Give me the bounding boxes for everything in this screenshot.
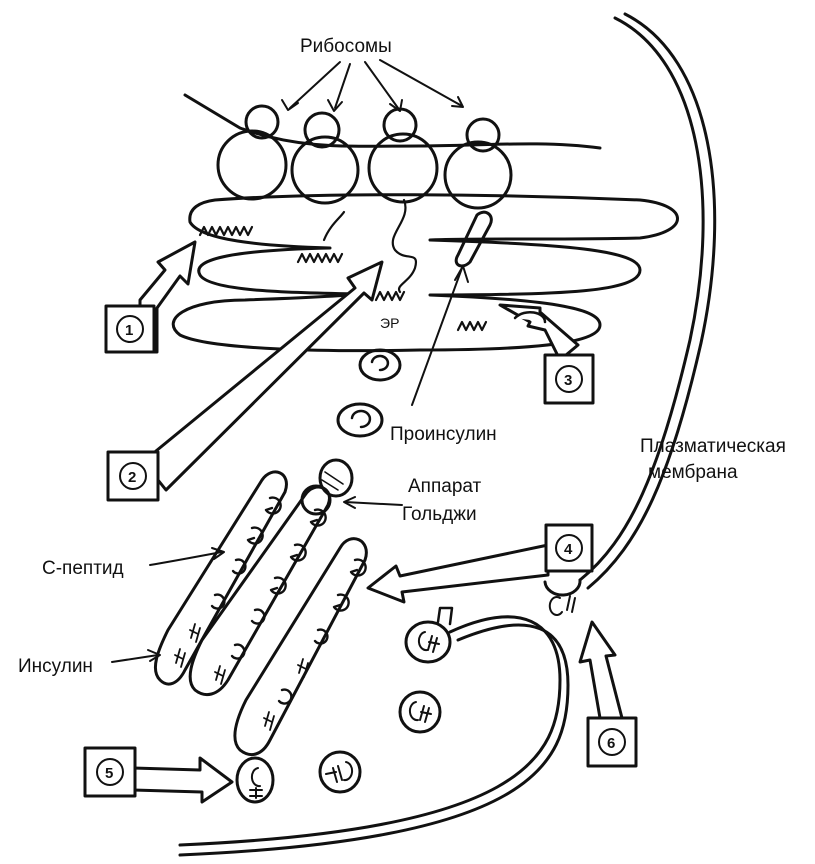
golgi-label-line1: Аппарат <box>408 476 482 497</box>
step-2-number: 2 <box>128 469 136 486</box>
step-5-number: 5 <box>105 765 113 782</box>
endoplasmic-reticulum <box>173 195 677 351</box>
step-3-number: 3 <box>564 372 572 389</box>
step-5-callout: 5 <box>85 748 232 802</box>
step-1-number: 1 <box>125 322 133 339</box>
ribosomes <box>218 106 511 208</box>
ribosomes-label: Рибосомы <box>300 36 392 57</box>
step-3-callout: 3 <box>500 305 593 403</box>
step-6-callout: 6 <box>580 622 636 766</box>
step-4-callout: 4 <box>368 525 592 602</box>
golgi-label-line2: Гольджи <box>402 504 477 525</box>
c-peptide-label: С-пептид <box>42 558 124 579</box>
er-label: ЭР <box>380 315 399 331</box>
label-pointers <box>112 497 402 662</box>
step-6-number: 6 <box>607 735 615 752</box>
insulin-label: Инсулин <box>18 656 93 677</box>
proinsulin-label: Проинсулин <box>390 424 497 445</box>
plasma-membrane-label-line1: Плазматическая <box>640 436 786 457</box>
ribosome-pointer-arrows <box>282 60 463 111</box>
plasma-membrane-label-line2: мембрана <box>648 462 738 483</box>
step-4-number: 4 <box>564 541 573 558</box>
